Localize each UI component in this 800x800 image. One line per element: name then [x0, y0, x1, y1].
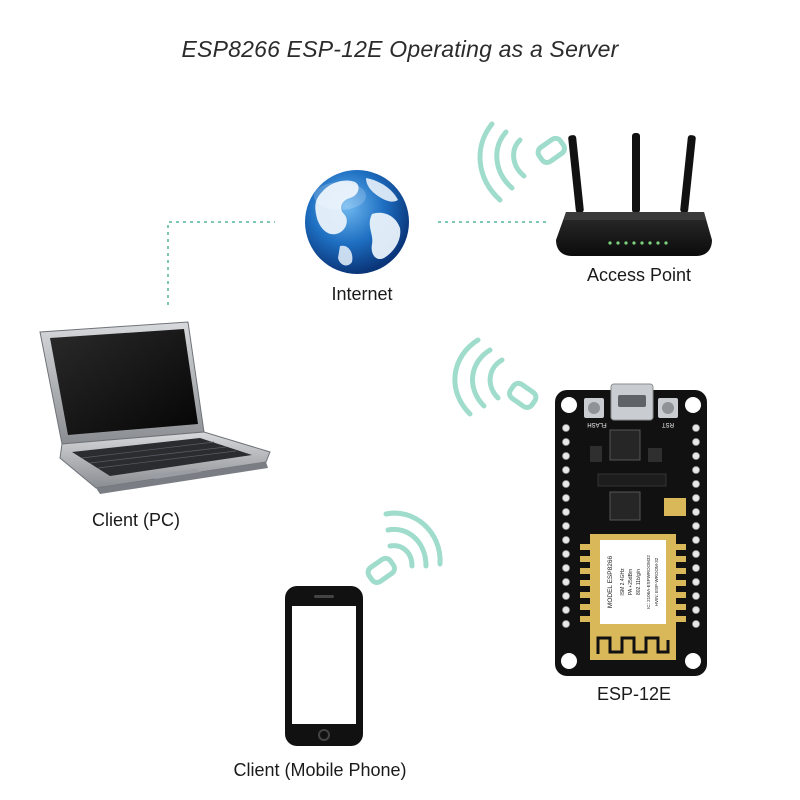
module-spec-3: 802.11b/g/n — [636, 569, 642, 595]
flash-button-label: FLASH — [587, 421, 606, 427]
pin-header-left — [562, 424, 570, 628]
module-model-label: MODEL ESP8266 — [607, 556, 614, 609]
router-icon — [556, 133, 712, 256]
module-hvin: HVIN: ESP-WROOM-32 — [654, 557, 659, 606]
module-fcc-id: IC: 2106A-ESPWROOM32 — [646, 555, 651, 609]
router-status-leds — [608, 241, 668, 245]
laptop-icon — [39, 321, 271, 494]
wifi-signal-phone-icon — [365, 510, 443, 585]
wifi-signal-router-icon — [477, 121, 567, 203]
internet-label: Internet — [331, 284, 393, 304]
module-spec-2: PA +25dBm — [628, 569, 634, 595]
pin-header-right — [692, 424, 700, 628]
access-point-label: Access Point — [586, 265, 692, 285]
connector-lines — [167, 221, 548, 305]
pcb-antenna — [596, 636, 670, 654]
module-spec-1: ISM 2.4GHz — [620, 568, 626, 596]
esp-board-icon: FLASH RST MODEL ESP8266 IS — [555, 383, 707, 676]
diagram-title: ESP8266 ESP-12E Operating as a Server — [181, 36, 619, 62]
connector-pc-internet — [167, 221, 275, 305]
client-phone-label: Client (Mobile Phone) — [233, 760, 407, 780]
wifi-signal-esp-icon — [452, 337, 539, 417]
client-pc-label: Client (PC) — [91, 510, 181, 530]
phone-icon — [285, 586, 363, 746]
globe-icon — [305, 170, 409, 274]
esp-label: ESP-12E — [596, 684, 672, 704]
rst-button-label: RST — [662, 421, 674, 427]
